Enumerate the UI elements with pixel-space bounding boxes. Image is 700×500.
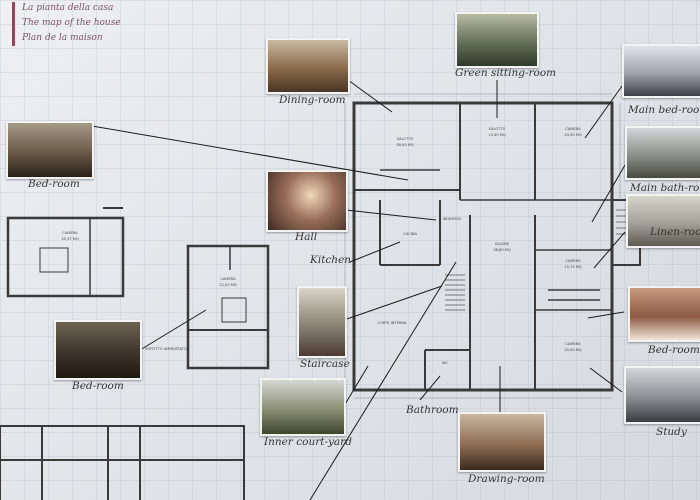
main-floor-plan — [352, 101, 641, 392]
caption-drawing-room: Drawing-room — [468, 473, 545, 485]
dimension-lines — [344, 93, 621, 399]
label-cucina: CUCINA — [403, 232, 417, 236]
label-wc: WC — [442, 361, 449, 365]
label-camera-top-area: 24,30 MQ — [564, 133, 582, 137]
caption-bathroom: Bathroom — [406, 404, 459, 416]
photo-bed-room-right — [628, 286, 700, 342]
title-accent-bar — [12, 2, 15, 46]
photo-linen-room — [626, 194, 700, 248]
caption-study: Study — [656, 426, 687, 438]
label-salotto-2: SALOTTO — [489, 127, 506, 131]
photo-study — [624, 366, 700, 424]
label-camera-top: CAMERA — [565, 127, 581, 131]
label-camera-low-area: 20,00 MQ — [564, 348, 582, 352]
caption-staircase: Staircase — [300, 358, 350, 370]
photo-bed-room-left — [6, 121, 94, 179]
photo-dining-room — [266, 38, 350, 94]
label-camera-mid: CAMERA — [565, 259, 581, 263]
photo-hall — [266, 170, 348, 232]
label-soffitto: SOFFITTO AMMEZZATO — [145, 347, 187, 351]
caption-bed-room-left: Bed-room — [28, 178, 80, 190]
caption-main-bath-room: Main bath-room — [630, 182, 700, 194]
label-camera-far-left: CAMERA — [62, 231, 78, 235]
label-salone: SALONE — [495, 242, 510, 246]
caption-green-sitting-room: Green sitting-room — [455, 67, 557, 79]
lower-floor-plan — [0, 425, 245, 500]
leader-lines — [91, 79, 626, 500]
main-plan-room-labels: SALOTTO 30,00 MQ SALOTTO 13,40 MQ CAMERA… — [377, 127, 581, 365]
photo-staircase — [297, 286, 347, 358]
caption-dining-room: Dining-room — [279, 94, 346, 106]
photo-main-bath-room — [625, 126, 700, 180]
caption-main-bed-room: Main bed-room — [628, 104, 700, 116]
photo-green-sitting-room — [455, 12, 539, 68]
title-italian: La pianta della casa — [22, 3, 114, 13]
label-camera-left: CAMERA — [220, 277, 236, 281]
left-floor-plan — [6, 207, 125, 298]
caption-hall: Hall — [295, 231, 318, 243]
label-corte: CORTE INTERNA — [377, 321, 407, 325]
title-french: Plan de la maison — [22, 33, 103, 43]
label-camera-mid-area: 15,74 MQ — [564, 265, 582, 269]
label-salone-area: 38,80 MQ — [493, 248, 511, 252]
label-ingresso: INGRESSO — [443, 217, 462, 221]
title-english: The map of the house — [22, 18, 121, 28]
caption-bed-room-lower-left: Bed-room — [72, 380, 124, 392]
label-salotto-area: 30,00 MQ — [396, 143, 414, 147]
photo-drawing-room — [458, 412, 546, 472]
caption-kitchen: Kitchen — [310, 254, 352, 266]
label-camera-far-left-area: 20,37 MQ — [61, 237, 79, 241]
label-salotto-2-area: 13,40 MQ — [488, 133, 506, 137]
photo-bed-room-lower-left — [54, 320, 142, 380]
photo-inner-court-yard — [260, 378, 346, 436]
staircase-hatching — [445, 209, 636, 311]
caption-inner-court-yard: Inner court-yard — [264, 436, 352, 448]
photo-main-bed-room — [622, 44, 700, 98]
label-camera-low: CAMERA — [565, 342, 581, 346]
caption-bed-room-right: Bed-room — [648, 344, 700, 356]
middle-floor-plan — [186, 244, 270, 370]
caption-linen-room: Linen-room — [650, 226, 700, 238]
label-camera-left-area: 22,00 MQ — [219, 283, 237, 287]
label-salotto: SALOTTO — [397, 137, 414, 141]
